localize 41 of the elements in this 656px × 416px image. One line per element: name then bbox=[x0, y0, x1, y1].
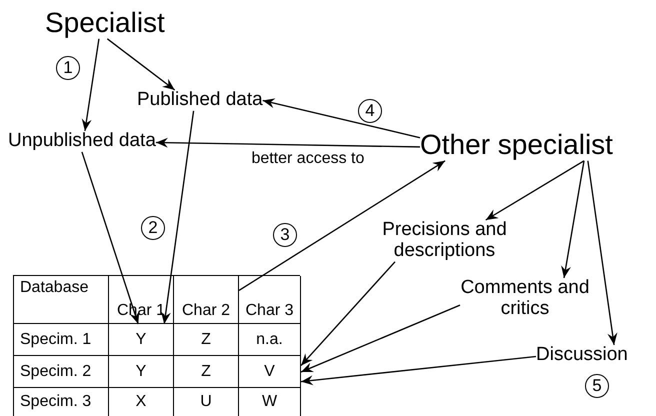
node-label: Published data bbox=[137, 90, 263, 111]
table-cell: X bbox=[109, 388, 174, 416]
arrow bbox=[81, 152, 140, 324]
node-label: Comments and critics bbox=[460, 278, 590, 320]
table-cell: U bbox=[174, 388, 239, 416]
node-label: Unpublished data bbox=[8, 131, 156, 152]
arrow bbox=[300, 261, 396, 366]
callout-number: 5 bbox=[585, 374, 609, 398]
node-label: Specialist bbox=[45, 8, 165, 39]
row-header: Specim. 1 bbox=[14, 324, 109, 356]
arrow bbox=[262, 98, 420, 138]
data-table bbox=[13, 275, 300, 416]
node-label: Precisions and descriptions bbox=[362, 220, 527, 262]
column-header: Database bbox=[14, 276, 109, 324]
arrow bbox=[485, 160, 584, 221]
node-label: Other specialist bbox=[420, 130, 613, 161]
arrow bbox=[300, 304, 460, 373]
table-cell: n.a. bbox=[239, 324, 301, 356]
table-cell: V bbox=[239, 356, 301, 388]
arrow bbox=[238, 160, 446, 291]
callout-number: 4 bbox=[358, 99, 382, 123]
arrow bbox=[82, 38, 100, 132]
table-cell: W bbox=[239, 388, 301, 416]
column-header: Char 3 bbox=[239, 276, 301, 324]
arrow bbox=[561, 160, 585, 278]
column-header: Char 2 bbox=[174, 276, 239, 324]
arrow bbox=[106, 38, 176, 91]
table-cell: Z bbox=[174, 356, 239, 388]
arrow bbox=[156, 138, 420, 148]
row-header: Specim. 3 bbox=[14, 388, 109, 416]
arrow bbox=[160, 110, 194, 324]
callout-number: 1 bbox=[56, 56, 80, 80]
node-label: Discussion bbox=[536, 345, 628, 366]
arrow bbox=[587, 160, 618, 346]
callout-number: 2 bbox=[141, 216, 165, 240]
table-cell: Y bbox=[109, 356, 174, 388]
callout-number: 3 bbox=[273, 223, 297, 247]
table-cell: Y bbox=[109, 324, 174, 356]
table-cell: Z bbox=[174, 324, 239, 356]
arrow bbox=[300, 356, 536, 386]
row-header: Specim. 2 bbox=[14, 356, 109, 388]
